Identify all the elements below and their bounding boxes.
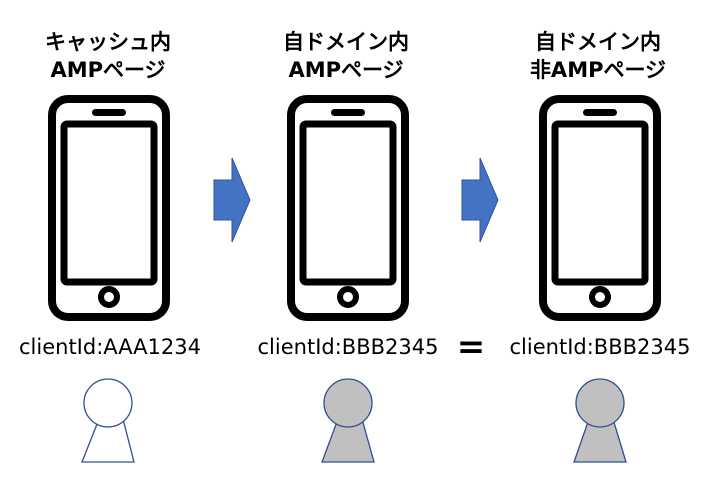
column-1-title-line-1: キャッシュ内 (45, 30, 171, 54)
column-1-client-id: clientId:AAA1234 (19, 335, 201, 359)
column-2-title-line-2: AMPページ (288, 58, 404, 82)
column-3-title-line-1: 自ドメイン内 (535, 30, 661, 54)
equals-sign: = (456, 327, 486, 367)
column-2-title: 自ドメイン内 AMPページ (246, 28, 446, 84)
right-arrow-icon (461, 157, 499, 243)
column-2-title-line-1: 自ドメイン内 (283, 30, 409, 54)
person-icon-known-user (573, 378, 627, 463)
column-3-title-line-2: 非AMPページ (529, 58, 667, 82)
smartphone-icon (539, 95, 661, 321)
column-2-client-id: clientId:BBB2345 (257, 335, 439, 359)
column-1-title-line-2: AMPページ (50, 58, 166, 82)
column-3-title: 自ドメイン内 非AMPページ (498, 28, 698, 84)
column-1-title: キャッシュ内 AMPページ (8, 28, 208, 84)
person-icon-new-user (81, 378, 135, 463)
smartphone-icon (48, 95, 170, 321)
right-arrow-icon (213, 157, 251, 243)
smartphone-icon (287, 95, 409, 321)
person-icon-known-user (321, 378, 375, 463)
column-3-client-id: clientId:BBB2345 (509, 335, 691, 359)
